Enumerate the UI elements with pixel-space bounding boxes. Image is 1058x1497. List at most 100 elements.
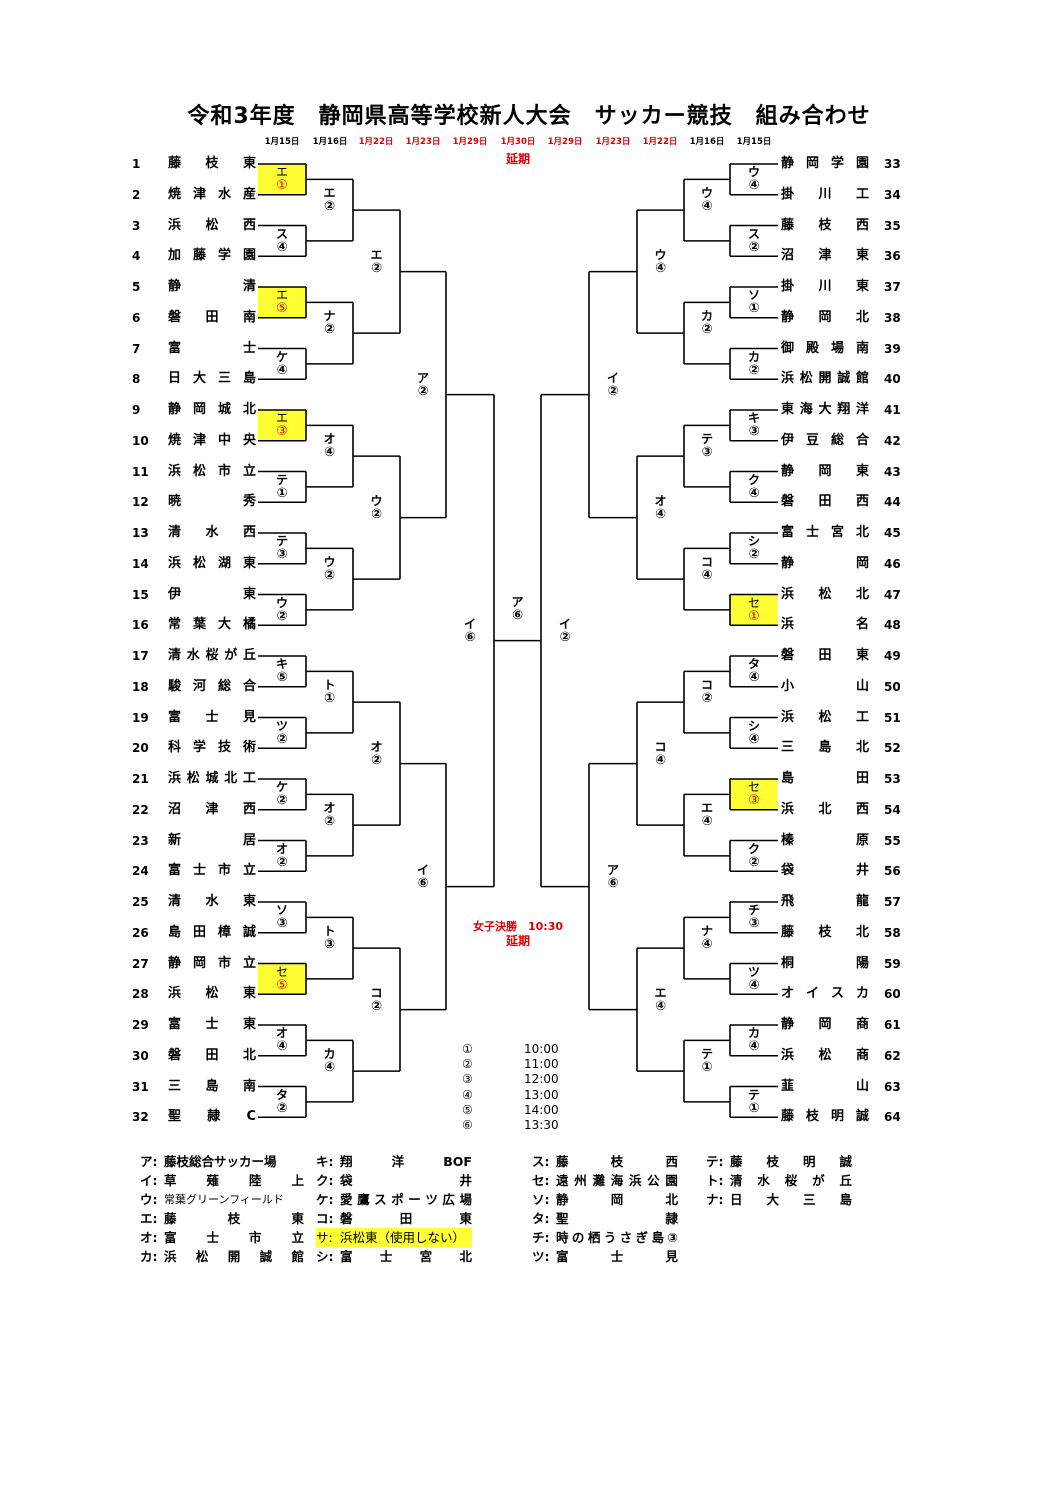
team-seed-number: 21 [132,772,149,786]
match-venue: ナ [323,309,336,324]
team-seed-number: 7 [132,341,141,356]
venue-name: 日大三島 [730,1192,852,1207]
venue-name: 富士見 [556,1249,678,1264]
team-name: 静岡東 [781,463,869,479]
match-slot: ④ [276,1039,288,1055]
team-name: 清水桜が丘 [168,648,256,663]
team-name: 三島南 [168,1078,256,1094]
team-seed-number: 30 [132,1048,149,1063]
team-seed-number: 23 [132,833,149,848]
match-venue: ス [747,226,760,241]
time-slot-time: 10:00 [524,1042,559,1056]
round-date: 1月29日 [547,137,583,147]
match-venue: ク [747,472,760,487]
match-venue: ウ [654,247,667,262]
team-seed-number: 6 [132,310,141,325]
venue-key: ケ: [316,1192,334,1207]
venue-name: 清水桜が丘 [730,1173,852,1188]
team-name: 浜松工 [781,709,869,725]
match-venue: エ [323,186,336,201]
team-seed-number: 22 [132,802,149,817]
venue-key: オ: [140,1230,158,1245]
team-name: 新居 [168,832,256,848]
match-slot: ④ [701,568,713,584]
highlight-box [258,287,306,318]
round-date: 1月29日 [452,137,488,147]
venue-column: ア:藤枝総合サッカー場イ:草薙陸上ウ:常葉グリーンフィールドエ:藤枝東オ:富士市… [140,1152,304,1266]
match-venue: ナ [700,924,713,939]
venue-item: サ:浜松東（使用しない） [316,1228,472,1247]
match-venue: イ [463,616,476,631]
venue-name: 浜松東（使用しない） [340,1230,466,1245]
team-name: 浜松商 [781,1047,869,1063]
match-slot: ① [748,301,760,317]
match-slot: ⑤ [276,670,288,686]
venue-name: 藤枝西 [556,1154,678,1169]
team-seed-number: 44 [884,495,901,510]
team-name: 藤枝北 [781,924,869,940]
match-slot: ⑥ [511,607,523,623]
team-name: 磐田東 [781,648,869,663]
time-slot-key: ② [462,1057,473,1072]
team-name: 清水西 [168,525,256,540]
match-slot: ② [748,362,760,378]
match-venue: エ [275,165,288,180]
team-seed-number: 37 [884,280,901,294]
team-seed-number: 38 [884,310,901,325]
match-slot: ③ [748,793,760,809]
match-venue: テ [700,1047,713,1062]
highlight-box [258,164,306,195]
match-slot: ③ [748,916,760,932]
venue-key: ア: [140,1154,158,1169]
team-seed-number: 19 [132,710,149,725]
team-name: 島田 [781,771,869,786]
match-slot: ④ [748,485,760,501]
team-seed-number: 48 [884,618,901,633]
match-slot: ② [276,793,288,809]
team-seed-number: 11 [132,464,149,479]
match-venue: オ [275,841,288,856]
match-slot: ① [748,1100,760,1116]
venue-item: イ:草薙陸上 [140,1171,304,1190]
page-title: 令和3年度 静岡県高等学校新人大会 サッカー競技 組み合わせ [187,104,871,129]
team-seed-number: 59 [884,956,901,971]
match-slot: ④ [654,260,666,276]
round-date: 1月22日 [642,137,678,147]
match-venue: イ [416,862,429,877]
team-name: 浜北西 [781,801,869,817]
match-venue: オ [275,1026,288,1041]
match-venue: キ [747,411,760,426]
venue-item: ウ:常葉グリーンフィールド [140,1190,304,1209]
team-name: 静岡商 [781,1017,869,1032]
team-name: 沼津東 [781,248,869,264]
match-slot: ③ [276,424,288,440]
team-name: 浜松開誠館 [781,371,869,387]
team-name: 駿河総合 [168,678,256,694]
team-name: 浜松市立 [168,463,256,479]
venue-key: ト: [706,1173,724,1188]
team-seed-number: 8 [132,372,141,387]
venue-name: 磐田東 [340,1211,472,1226]
venue-key: チ: [532,1230,550,1245]
team-name: 伊東 [168,586,256,602]
match-slot: ① [323,691,335,707]
venue-key: エ: [140,1211,158,1226]
team-seed-number: 53 [884,772,901,786]
